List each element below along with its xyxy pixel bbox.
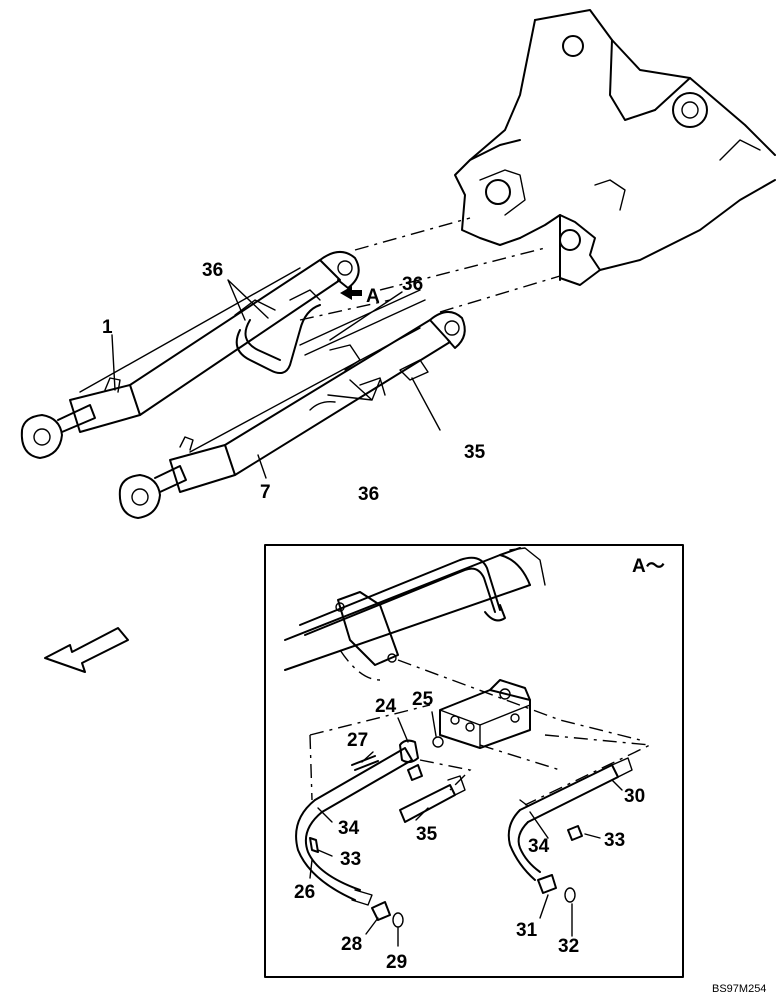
adapter-28 [371,901,391,921]
o-ring-29 [392,912,404,928]
valve-block [439,679,531,749]
callout-36: 36 [402,274,423,295]
callout-29: 29 [386,952,407,973]
boom-bracket [454,9,776,286]
view-a-arrow-icon [340,286,362,300]
detail-a-cylinder [284,547,641,741]
hose-30 [507,757,633,881]
detail-a-frame [264,544,684,978]
front-direction-arrow-icon [44,627,129,673]
tube-35 [399,784,456,823]
callout-32: 32 [558,936,579,957]
callout-33: 33 [604,830,625,851]
clamp-34-right [519,799,529,807]
callout-33: 33 [340,849,361,870]
adapter-31 [537,874,557,894]
cylinder-1 [20,251,360,459]
callout-35: 35 [464,442,486,463]
callout-30: 30 [624,786,645,807]
callout-28: 28 [341,934,362,955]
split-flange-24 [399,739,419,764]
view-a-label: A [366,286,380,307]
callout-1: 1 [102,317,113,338]
callout-34: 34 [528,836,550,857]
cylinder-7 [118,311,466,519]
split-flange-24b [407,764,423,781]
detail-a-title: A～ [632,556,665,577]
callout-34: 34 [338,818,360,839]
callout-7: 7 [260,482,271,503]
callout-36: 36 [202,260,223,281]
bolt-27 [351,755,379,771]
bolt-33-left [309,837,319,853]
callout-24: 24 [375,696,397,717]
callout-35: 35 [416,824,438,845]
callout-31: 31 [516,920,538,941]
hose-assembly [234,289,429,411]
hose-26 [295,747,413,906]
o-ring-32 [564,887,576,903]
callout-27: 27 [347,730,368,751]
callout-26: 26 [294,882,315,903]
bolt-33-right [567,825,583,841]
o-ring-25 [432,736,444,748]
callout-25: 25 [412,689,434,710]
drawing-code: BS97M254 [712,983,766,995]
callout-36: 36 [358,484,379,505]
